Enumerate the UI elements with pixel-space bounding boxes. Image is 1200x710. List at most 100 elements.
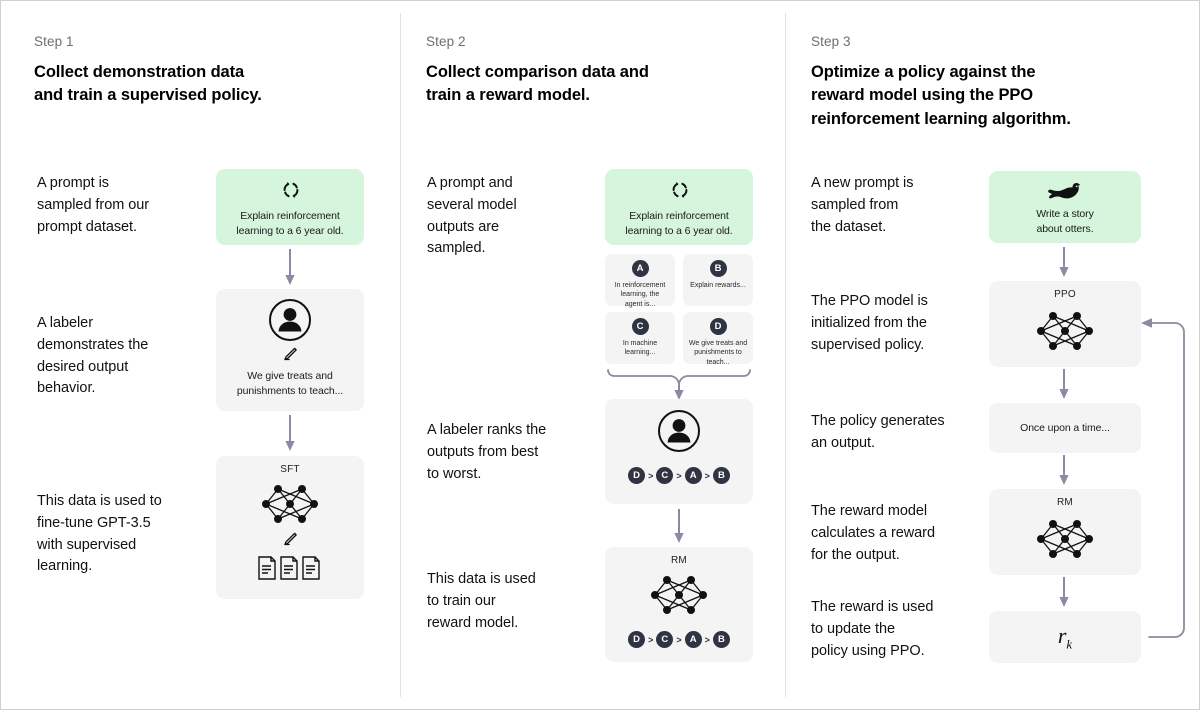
- step-3-description-4: The reward model calculates a reward for…: [811, 503, 935, 563]
- step-3-rm-title: RM: [1057, 497, 1073, 508]
- step-1-description-1: A prompt is sampled from our prompt data…: [37, 175, 150, 235]
- rm-rank-sep-1: >: [648, 634, 654, 645]
- step-2-brace-arrow: [607, 369, 751, 400]
- ranking-row-rm: D > C > A > B: [605, 631, 753, 648]
- step-2-prompt-text: Explain reinforcement learning to a 6 ye…: [625, 210, 733, 237]
- rank-badge-2: C: [656, 467, 674, 484]
- step-3-reward-card: rk: [989, 611, 1141, 663]
- rank-badge-1: D: [628, 467, 646, 484]
- output-badge-d: D: [709, 318, 727, 335]
- reward-symbol: rk: [989, 623, 1141, 652]
- rm-rank-sep-3: >: [704, 634, 710, 645]
- dashed-circular-arrows-icon: [669, 179, 691, 206]
- rank-sep-1: >: [648, 470, 654, 481]
- step-2-rm-card: RM: [605, 547, 753, 662]
- step-1-sft-title: SFT: [280, 464, 300, 475]
- neural-network-icon: [1035, 307, 1095, 360]
- step-3-arrow-2: [1059, 369, 1069, 399]
- otter-icon: [1047, 180, 1085, 209]
- step-3-title-line-1: Optimize a policy against the: [811, 63, 1036, 81]
- step-3-title-line-2: reward model using the PPO: [811, 86, 1034, 105]
- sampled-output-d: D We give treats and punishments to teac…: [683, 312, 753, 366]
- rank-badge-4: B: [712, 467, 730, 484]
- neural-network-icon: [1035, 515, 1095, 568]
- sampled-output-a: A In reinforcement learning, the agent i…: [605, 254, 675, 308]
- ranking-row-labeler: D > C > A > B: [605, 467, 753, 484]
- step-3-description-3: The policy generates an output.: [811, 413, 945, 451]
- step-2-title-line-1: Collect comparison data and: [426, 63, 649, 81]
- step-3-ppo-title: PPO: [1054, 289, 1076, 300]
- reward-symbol-r: r: [1057, 623, 1067, 648]
- step-2-prompt-card: Explain reinforcement learning to a 6 ye…: [605, 169, 753, 245]
- output-badge-c: C: [631, 318, 649, 335]
- step-3-output-text: Once upon a time...: [1020, 422, 1110, 434]
- rank-sep-2: >: [676, 470, 682, 481]
- step-2-description-1: A prompt and several model outputs are s…: [427, 175, 517, 257]
- pencil-icon: [280, 530, 299, 554]
- step-1-labeler-text: We give treats and punishments to teach.…: [236, 370, 344, 397]
- step-2-description-3: This data is used to train our reward mo…: [427, 571, 536, 631]
- step-3-ppo-card: PPO: [989, 281, 1141, 367]
- step-3-label: Step 3: [811, 34, 851, 49]
- step-2-column: Step 2 Collect comparison data and train…: [401, 1, 786, 709]
- step-2-description-2: A labeler ranks the outputs from best to…: [427, 422, 547, 482]
- step-3-description-1: A new prompt is sampled from the dataset…: [811, 175, 914, 235]
- sampled-output-b: B Explain rewards...: [683, 254, 753, 306]
- person-in-circle-icon: [657, 409, 701, 458]
- reward-symbol-subscript: k: [1066, 636, 1073, 652]
- step-3-title-line-3: reinforcement learning algorithm.: [811, 109, 1071, 128]
- output-text-b: Explain rewards...: [690, 282, 746, 289]
- step-1-description-2: A labeler demonstrates the desired outpu…: [37, 315, 149, 397]
- person-in-circle-icon: [268, 298, 312, 347]
- rm-rank-sep-2: >: [676, 634, 682, 645]
- step-1-arrow-2: [285, 415, 295, 451]
- output-text-c: In machine learning...: [622, 340, 658, 357]
- column-divider-1: [400, 13, 401, 697]
- step-1-prompt-card: Explain reinforcement learning to a 6 ye…: [216, 169, 364, 245]
- step-3-description-2: The PPO model is initialized from the su…: [811, 293, 928, 353]
- step-1-title: Collect demonstration data and train a s…: [34, 61, 374, 108]
- step-3-column: Step 3 Optimize a policy against the rew…: [786, 1, 1199, 709]
- step-3-prompt-card: Write a story about otters.: [989, 171, 1141, 243]
- pencil-icon: [280, 345, 299, 369]
- rm-rank-badge-1: D: [628, 631, 646, 648]
- step-2-title: Collect comparison data and train a rewa…: [426, 61, 766, 108]
- step-2-title-line-2: train a reward model.: [426, 86, 590, 105]
- step-3-description-5: The reward is used to update the policy …: [811, 599, 934, 659]
- step-3-prompt-text: Write a story about otters.: [1036, 208, 1094, 235]
- output-text-d: We give treats and punishments to teach.…: [688, 340, 748, 366]
- step-3-arrow-1: [1059, 247, 1069, 277]
- step-2-label: Step 2: [426, 34, 466, 49]
- step-1-title-line-1: Collect demonstration data: [34, 63, 245, 81]
- output-text-a: In reinforcement learning, the agent is.…: [614, 282, 666, 308]
- sampled-output-c: C In machine learning...: [605, 312, 675, 364]
- step-3-rm-card: RM: [989, 489, 1141, 575]
- step-1-description-3: This data is used to fine-tune GPT-3.5 w…: [37, 493, 162, 575]
- rm-rank-badge-3: A: [684, 631, 702, 648]
- step-3-arrow-4: [1059, 577, 1069, 607]
- rank-badge-3: A: [684, 467, 702, 484]
- step-2-arrow-2: [674, 509, 684, 543]
- rm-rank-badge-4: B: [712, 631, 730, 648]
- dashed-circular-arrows-icon: [280, 179, 302, 206]
- step-3-output-card: Once upon a time...: [989, 403, 1141, 453]
- output-badge-b: B: [709, 260, 727, 277]
- step-3-title: Optimize a policy against the reward mod…: [811, 61, 1181, 131]
- step-3-arrow-3: [1059, 455, 1069, 485]
- step-1-arrow-1: [285, 249, 295, 285]
- ppo-feedback-loop-arrow: [1141, 318, 1185, 638]
- step-2-labeler-card: D > C > A > B: [605, 399, 753, 504]
- output-badge-a: A: [631, 260, 649, 277]
- column-divider-2: [785, 13, 786, 697]
- step-2-rm-title: RM: [671, 555, 687, 566]
- step-1-sft-card: SFT: [216, 456, 364, 599]
- step-1-label: Step 1: [34, 34, 74, 49]
- rank-sep-3: >: [704, 470, 710, 481]
- step-1-prompt-text: Explain reinforcement learning to a 6 ye…: [236, 210, 344, 237]
- step-1-column: Step 1 Collect demonstration data and tr…: [1, 1, 401, 709]
- step-1-labeler-card: We give treats and punishments to teach.…: [216, 289, 364, 411]
- neural-network-icon: [649, 571, 709, 624]
- neural-network-icon: [260, 480, 320, 533]
- documents-icon: [257, 555, 323, 588]
